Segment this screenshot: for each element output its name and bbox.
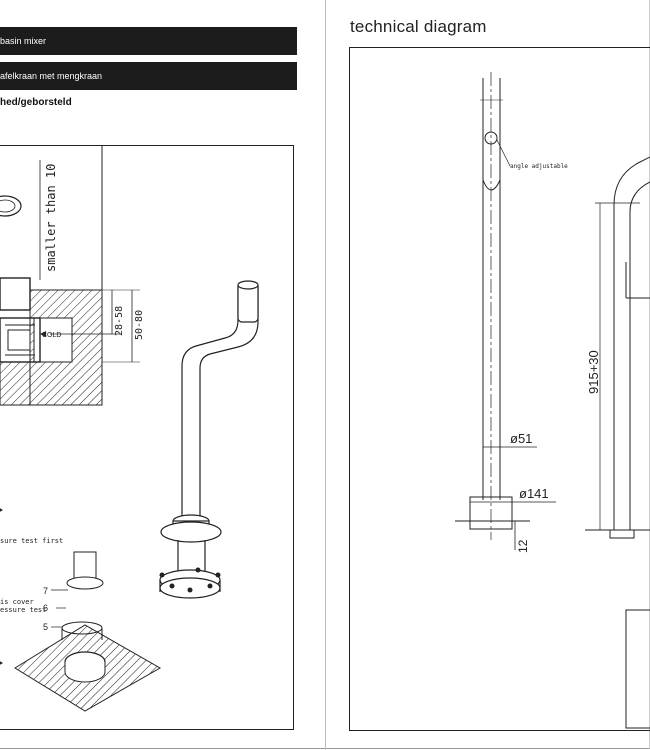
header-bar-product-text: basin mixer [0, 36, 47, 46]
mount-washer [66, 576, 104, 590]
cold-arrow [40, 331, 46, 337]
finish-subtitle: hed/geborsteld [0, 97, 72, 108]
label-dim-50: 50-80 [134, 310, 145, 340]
faucet-3d-view [159, 280, 259, 599]
page-divider [325, 0, 326, 750]
aerator-oval [0, 195, 22, 217]
label-height-915: 915+30 [586, 350, 601, 394]
installation-drawing-frame [0, 145, 294, 730]
pole-side-view [455, 72, 530, 540]
label-cold: COLD [42, 332, 61, 339]
header-bar-translation: afelkraan met mengkraan [0, 62, 297, 90]
label-pressure-test-first: sure test first [0, 537, 63, 545]
label-dim-28: 28-58 [114, 306, 125, 336]
label-this-cover: is cover [0, 598, 34, 606]
label-dia-51: ø51 [510, 431, 532, 446]
wall-hatch-lower [0, 361, 31, 406]
label-dia-141: ø141 [519, 486, 549, 501]
leader-angle [496, 139, 511, 167]
label-num-7: 7 [43, 586, 48, 596]
aerator-inner [0, 199, 16, 213]
arrow-right-2 [0, 661, 3, 665]
label-base-12: 12 [516, 539, 530, 553]
fitting-inner [7, 329, 31, 351]
floor-hole-depth [64, 662, 106, 683]
pipe-fitting [0, 317, 41, 363]
header-bar-product: basin mixer [0, 27, 297, 55]
label-angle-adjustable: angle adjustable [510, 163, 568, 170]
arrow-right-1 [0, 508, 3, 512]
faucet-bolts [159, 567, 221, 593]
label-num-5: 5 [43, 622, 48, 632]
label-smaller-than: smaller than 10 [44, 164, 58, 272]
label-num-6: 6 [43, 603, 48, 613]
faucet-front-view [585, 156, 650, 729]
technical-diagram-frame [349, 47, 650, 731]
page-title: technical diagram [350, 17, 487, 36]
label-pressure-test: essure test [0, 606, 46, 614]
header-bar-translation-text: afelkraan met mengkraan [0, 71, 103, 81]
